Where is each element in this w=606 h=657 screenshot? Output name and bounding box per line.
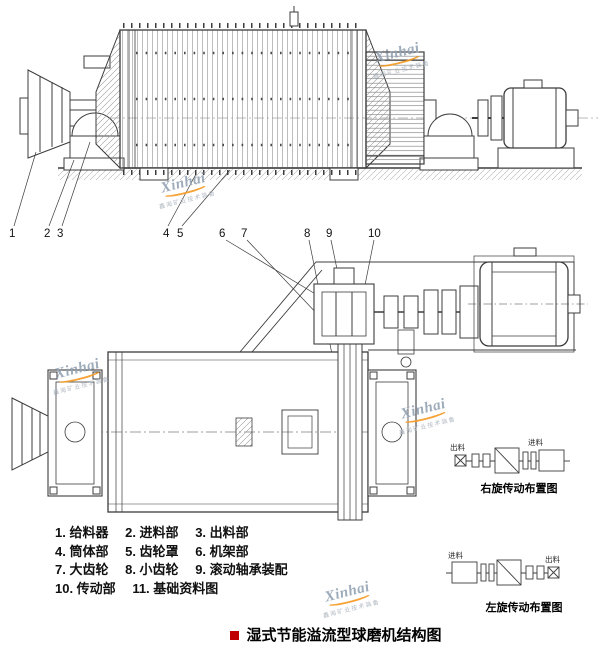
callout-8: 8 bbox=[304, 228, 310, 240]
callout-7: 7 bbox=[241, 228, 247, 240]
feeder-plan bbox=[11, 397, 49, 471]
diagram-title: 湿式节能溢流型球磨机结构图 bbox=[33, 624, 606, 645]
legend-row: 7. 大齿轮 8. 小齿轮 9. 滚动轴承装配 bbox=[55, 559, 301, 578]
motor-plan bbox=[468, 247, 588, 353]
flow-label: 进料 bbox=[448, 550, 463, 560]
legend-item: 11. 基础资料图 bbox=[132, 580, 219, 596]
callout-4: 4 bbox=[163, 228, 170, 240]
callout-9: 9 bbox=[326, 228, 332, 240]
callout-5: 5 bbox=[177, 228, 183, 240]
ring-gear-plan bbox=[337, 343, 363, 521]
legend-item: 9. 滚动轴承装配 bbox=[195, 562, 288, 577]
diagram-title-text: 湿式节能溢流型球磨机结构图 bbox=[246, 627, 442, 644]
legend-row: 1. 给料器 2. 进料部 3. 出料部 bbox=[55, 522, 301, 541]
drum bbox=[119, 6, 367, 175]
parts-legend: 1. 给料器 2. 进料部 3. 出料部 4. 筒体部 5. 齿轮罩 6. 机架… bbox=[55, 522, 301, 596]
legend-item: 7. 大齿轮 bbox=[55, 562, 109, 577]
callout-10: 10 bbox=[368, 228, 381, 240]
flow-label: 出料 bbox=[545, 554, 560, 564]
legend-item: 8. 小齿轮 bbox=[125, 562, 179, 577]
legend-item: 10. 传动部 bbox=[55, 580, 116, 596]
left-hand-caption: 左旋传动布置图 bbox=[485, 600, 563, 614]
drive-motor bbox=[472, 79, 579, 149]
discharge-trunnion-bearing bbox=[423, 99, 475, 159]
left-bearing-plan bbox=[47, 369, 103, 497]
legend-item: 3. 出料部 bbox=[195, 525, 249, 540]
left-hand-arrangement: 进料 出料 左旋传动布置图 bbox=[446, 550, 563, 614]
callout-1: 1 bbox=[9, 228, 15, 240]
shell-plan bbox=[92, 351, 384, 513]
legend-item: 6. 机架部 bbox=[195, 543, 249, 559]
legend-row: 10. 传动部 11. 基础资料图 bbox=[55, 578, 301, 597]
feeder bbox=[19, 69, 71, 159]
flow-label: 出料 bbox=[450, 442, 465, 452]
legend-item: 2. 进料部 bbox=[125, 525, 179, 540]
right-hand-arrangement: 出料 进料 右旋传动布置图 bbox=[450, 437, 570, 495]
callout-2: 2 bbox=[44, 228, 50, 240]
legend-item: 4. 筒体部 bbox=[55, 543, 109, 559]
bottom-view bbox=[11, 247, 588, 521]
gear-cover bbox=[365, 51, 425, 165]
top-view bbox=[19, 6, 598, 181]
pinion-assembly bbox=[313, 267, 479, 368]
legend-item: 1. 给料器 bbox=[55, 525, 109, 540]
drive-arrangement-diagrams: 出料 进料 右旋传动布置图 进料 出料 左旋传动布置图 bbox=[446, 437, 570, 614]
right-hand-caption: 右旋传动布置图 bbox=[480, 481, 558, 495]
drum-left-cone bbox=[95, 29, 121, 170]
legend-item: 5. 齿轮罩 bbox=[125, 543, 179, 559]
legend-row: 4. 筒体部 5. 齿轮罩 6. 机架部 bbox=[55, 541, 301, 560]
right-bearing-plan bbox=[367, 369, 417, 497]
title-bullet-icon bbox=[230, 631, 240, 640]
callout-6: 6 bbox=[219, 228, 225, 240]
callout-3: 3 bbox=[57, 228, 63, 240]
flow-label: 进料 bbox=[528, 437, 543, 447]
